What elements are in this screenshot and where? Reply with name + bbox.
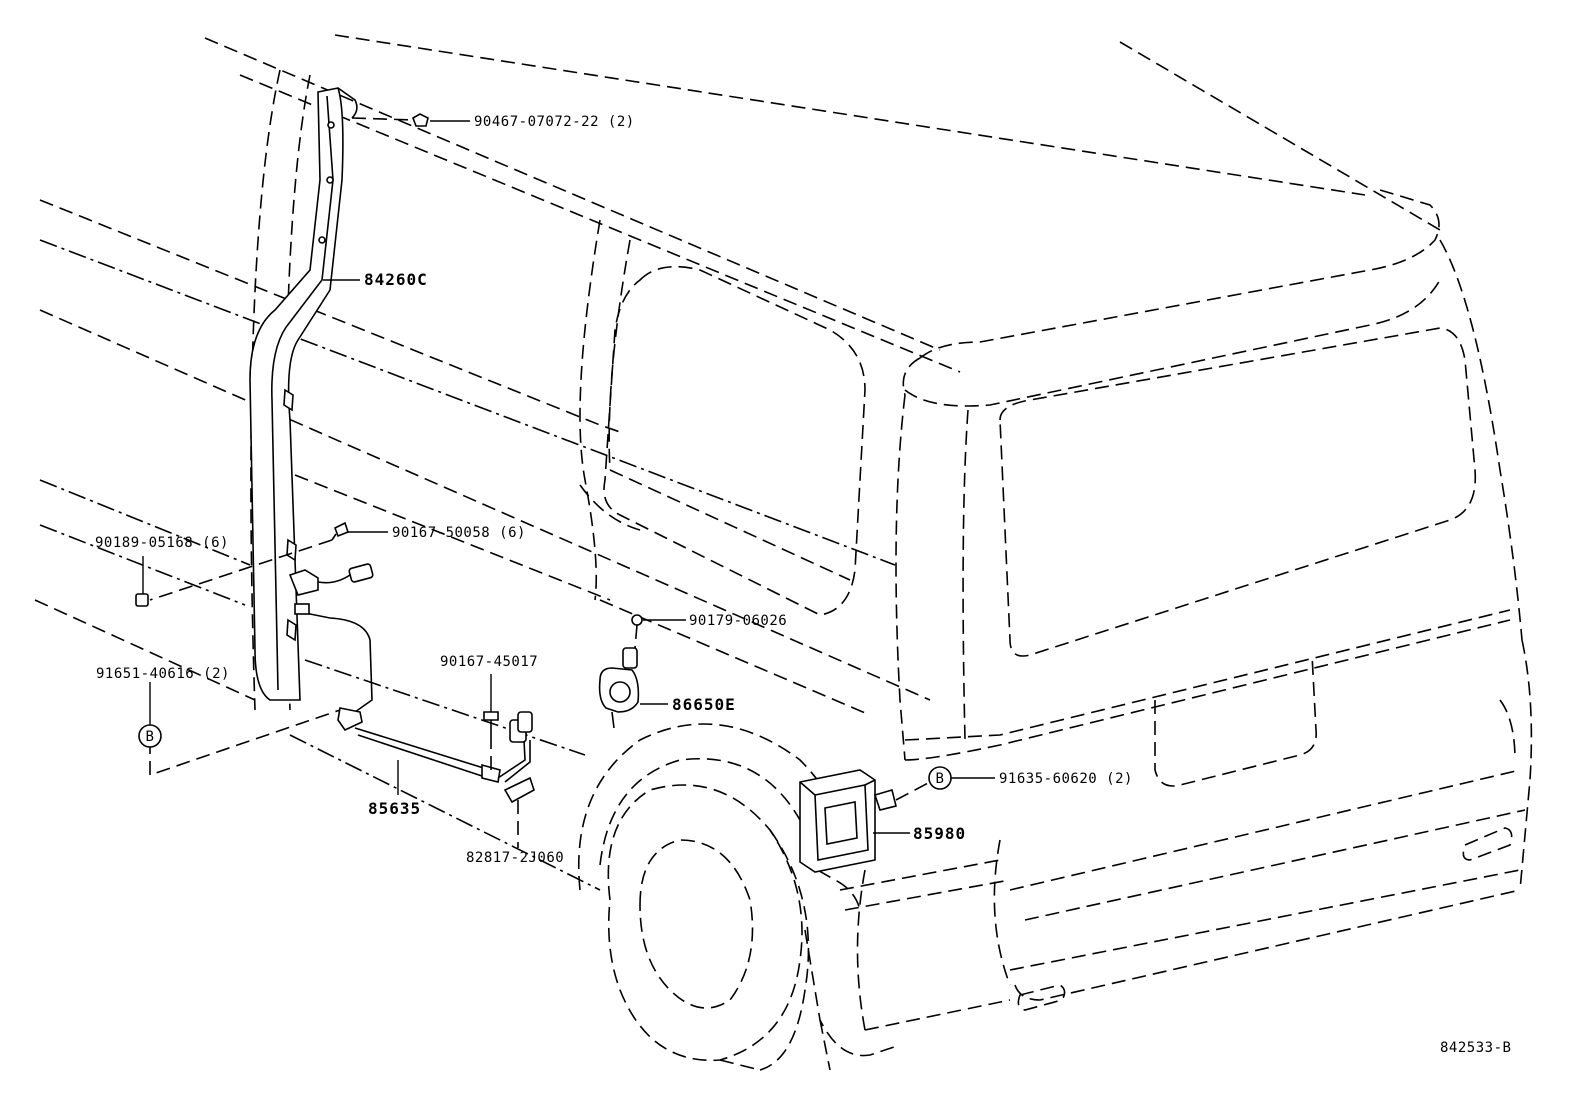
actuator-86650E: [598, 647, 640, 729]
clip-90189-05168: [135, 593, 149, 607]
svg-text:B: B: [146, 729, 155, 745]
screw-90167-45017: [483, 711, 499, 735]
callout-90189-05168: 90189-05168 (6): [95, 535, 229, 551]
callout-91635-60620: 91635-60620 (2): [999, 771, 1133, 787]
screw-90167-50058: [331, 521, 349, 541]
callout-91651-40616: 91651-40616 (2): [96, 666, 230, 682]
clip-90467: [412, 113, 429, 127]
leader-lines: [142, 120, 995, 834]
callout-86650E: 86650E: [672, 695, 736, 714]
ref-marker-b-left: B: [138, 724, 162, 748]
svg-text:B: B: [936, 771, 945, 787]
wire-harness-85635: [288, 563, 535, 804]
vehicle-body-outline: [34, 34, 1533, 1071]
callout-90167-50058: 90167-50058 (6): [392, 525, 526, 541]
callout-84260C: 84260C: [364, 270, 428, 289]
callout-85635: 85635: [368, 799, 421, 818]
callout-90179-06026: 90179-06026: [689, 613, 787, 629]
ref-marker-b-right: B: [928, 766, 952, 790]
reference-lines: [149, 117, 931, 848]
callout-90167-45017: 90167-45017: [440, 654, 538, 670]
pillar-garnish-84260C: [249, 87, 358, 701]
drawing-number: 842533-B: [1440, 1040, 1511, 1056]
callout-90467-07072-22: 90467-07072-22 (2): [474, 114, 635, 130]
callout-82817-2J060: 82817-2J060: [466, 850, 564, 866]
control-unit-85980: [799, 769, 897, 873]
nut-90179-06026: [631, 614, 643, 626]
callout-85980: 85980: [913, 824, 966, 843]
